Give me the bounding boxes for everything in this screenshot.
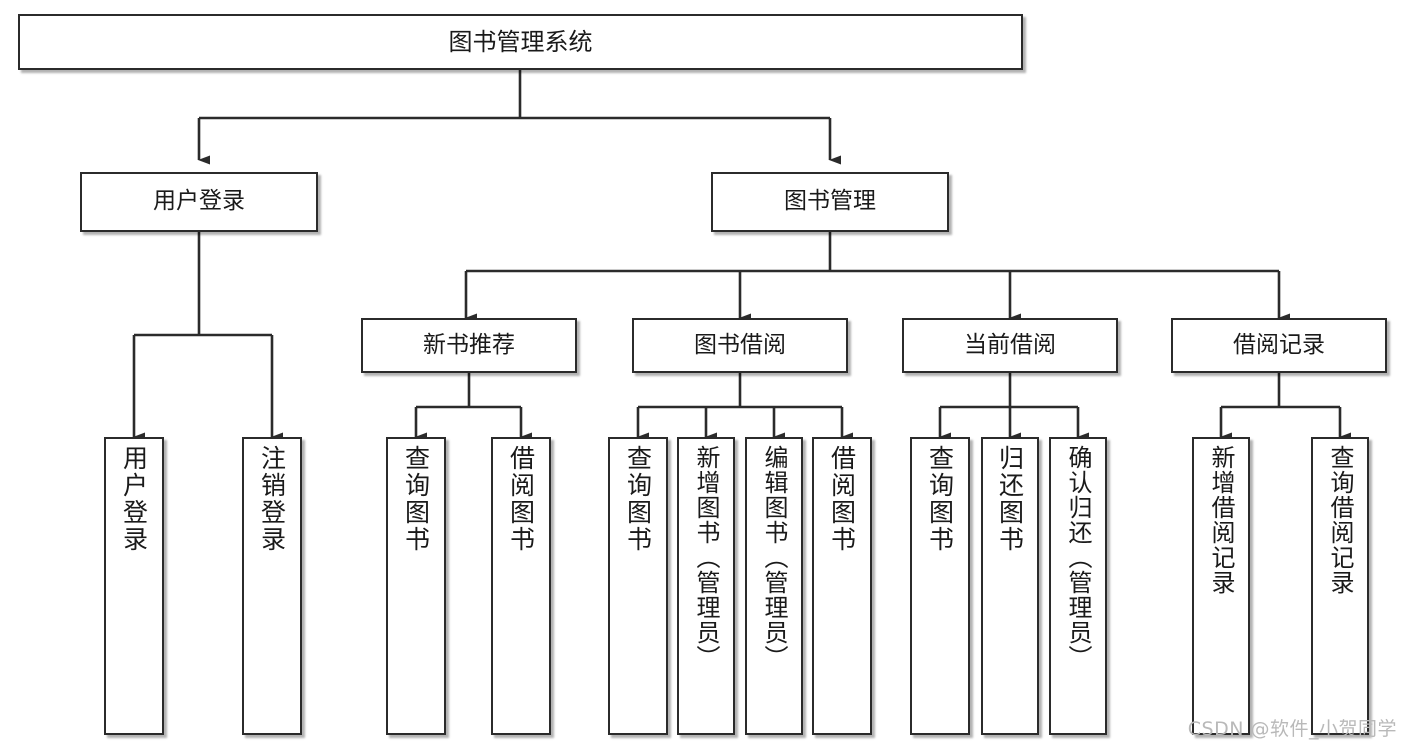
node-leaf-add-record[interactable]: 新增借阅记录 <box>1192 437 1250 735</box>
node-leaf-query-book-1[interactable]: 查询图书 <box>386 437 446 735</box>
node-label: 归还图书 <box>995 445 1025 553</box>
node-label: 编辑图书（管理员） <box>760 445 788 670</box>
node-leaf-add-book[interactable]: 新增图书（管理员） <box>677 437 735 735</box>
node-leaf-logout-login[interactable]: 注销登录 <box>242 437 302 735</box>
node-leaf-user-login[interactable]: 用户登录 <box>104 437 164 735</box>
node-borrow-record[interactable]: 借阅记录 <box>1171 318 1387 373</box>
node-label: 图书管理系统 <box>448 27 593 56</box>
node-label: 新书推荐 <box>423 331 515 358</box>
node-user-login[interactable]: 用户登录 <box>80 172 318 232</box>
node-label: 当前借阅 <box>964 331 1056 358</box>
node-label: 用户登录 <box>119 445 149 553</box>
node-label: 借阅记录 <box>1233 331 1325 358</box>
node-leaf-query-book-2[interactable]: 查询图书 <box>608 437 668 735</box>
node-new-book-recommend[interactable]: 新书推荐 <box>361 318 577 373</box>
node-leaf-borrow-book-1[interactable]: 借阅图书 <box>491 437 551 735</box>
watermark: CSDN @软件_小贺同学 <box>1187 718 1397 740</box>
node-label: 图书管理 <box>784 188 876 215</box>
node-label: 查询图书 <box>623 445 653 553</box>
node-label: 查询图书 <box>401 445 431 553</box>
node-label: 新增借阅记录 <box>1207 445 1235 595</box>
node-label: 查询图书 <box>925 445 955 553</box>
node-label: 注销登录 <box>257 445 287 553</box>
node-label: 查询借阅记录 <box>1326 445 1354 595</box>
node-book-borrow[interactable]: 图书借阅 <box>632 318 848 373</box>
node-label: 用户登录 <box>153 188 245 215</box>
node-label: 借阅图书 <box>827 445 857 553</box>
node-leaf-return-book[interactable]: 归还图书 <box>981 437 1039 735</box>
node-label: 确认归还（管理员） <box>1064 445 1092 670</box>
node-root-book-management-system[interactable]: 图书管理系统 <box>18 14 1023 70</box>
node-leaf-edit-book[interactable]: 编辑图书（管理员） <box>745 437 803 735</box>
node-leaf-query-book-3[interactable]: 查询图书 <box>910 437 970 735</box>
node-current-borrow[interactable]: 当前借阅 <box>902 318 1118 373</box>
node-label: 图书借阅 <box>694 331 786 358</box>
node-book-manage[interactable]: 图书管理 <box>711 172 949 232</box>
node-leaf-confirm-return[interactable]: 确认归还（管理员） <box>1049 437 1107 735</box>
node-leaf-borrow-book-2[interactable]: 借阅图书 <box>812 437 872 735</box>
node-label: 新增图书（管理员） <box>692 445 720 670</box>
node-label: 借阅图书 <box>506 445 536 553</box>
node-leaf-query-record[interactable]: 查询借阅记录 <box>1311 437 1369 735</box>
